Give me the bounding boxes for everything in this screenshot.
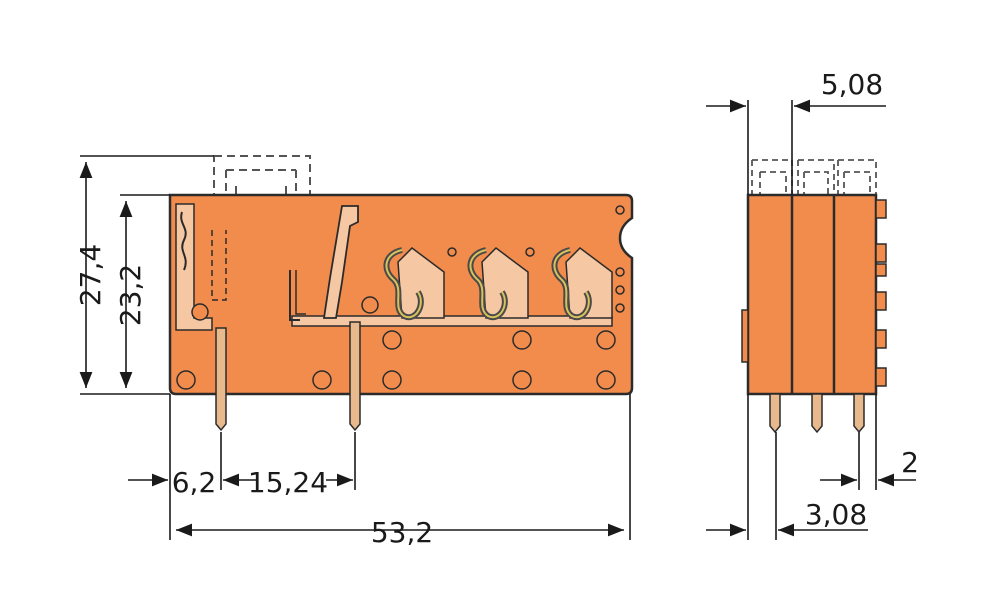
mounting-holes (176, 205, 625, 390)
dim-pitch-pins: 15,24 (248, 466, 328, 499)
clamp-spring-3 (551, 247, 613, 321)
side-dividers (790, 195, 836, 394)
solder-pins-side (769, 393, 865, 434)
contact-rail (291, 315, 613, 327)
operating-lever (322, 205, 359, 319)
dimension-lines (79, 99, 916, 540)
side-view (741, 159, 887, 434)
dim-pin-width: 2 (901, 446, 919, 479)
dim-width-total: 53,2 (371, 516, 433, 549)
side-lever-outline (751, 159, 877, 195)
dim-offset-pin: 6,2 (172, 466, 217, 499)
solder-pins-front (215, 321, 361, 432)
clamp-spring-2 (467, 247, 529, 321)
dim-height-body: 23,2 (114, 264, 147, 326)
side-body (746, 193, 878, 396)
clamp-spring-1 (383, 247, 445, 321)
dim-height-total: 27,4 (74, 244, 107, 306)
dim-pitch-side: 5,08 (821, 68, 883, 101)
left-lever-channel (175, 203, 306, 331)
dim-pin-pitch-side: 3,08 (805, 498, 867, 531)
side-tabs (741, 199, 887, 387)
front-view (168, 155, 634, 432)
